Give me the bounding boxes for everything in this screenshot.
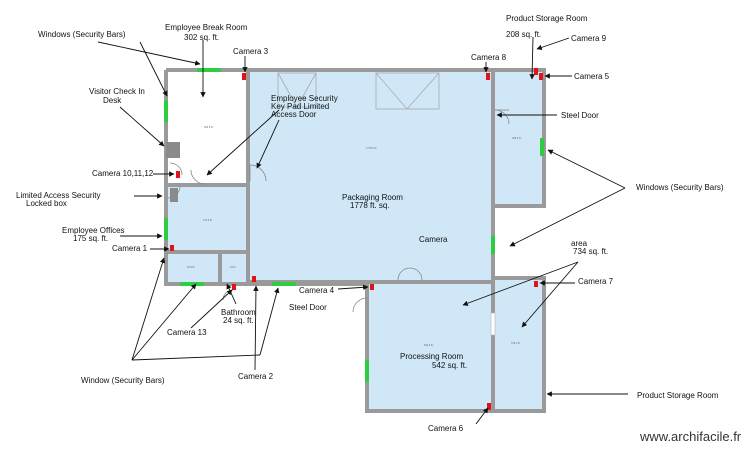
label-product-storage-room-bottom: Product Storage Room bbox=[637, 391, 719, 400]
tiny-room-label: 542.4 ft² bbox=[424, 344, 433, 347]
annotation-arrows bbox=[97, 36, 628, 425]
label-steel-door-right: Steel Door bbox=[561, 111, 599, 120]
tiny-room-label: 302.5 ft² bbox=[204, 126, 213, 129]
tiny-room-label: 175.6 ft² bbox=[203, 219, 212, 222]
label-processing-area: 542 sq. ft. bbox=[432, 361, 467, 370]
label-desk: Desk bbox=[103, 96, 122, 105]
tiny-room-label: 1778.3 ft² bbox=[366, 147, 377, 150]
labels: Employee Break Room 302 sq. ft. Windows … bbox=[16, 14, 742, 444]
label-bathroom: Bathroom bbox=[221, 308, 256, 317]
camera-3-icon bbox=[242, 73, 246, 80]
label-employee-security-1: Employee Security bbox=[271, 94, 338, 103]
cameras bbox=[170, 68, 543, 410]
storage-bottom-fill bbox=[495, 280, 542, 409]
packaging-fixtures bbox=[277, 72, 440, 110]
label-limited-access-security: Limited Access Security bbox=[16, 191, 100, 200]
inner-partition bbox=[490, 312, 496, 336]
label-employee-offices: Employee Offices bbox=[62, 226, 125, 235]
camera-1-icon bbox=[170, 245, 174, 251]
camera-2-icon bbox=[252, 276, 256, 282]
label-camera-2: Camera 2 bbox=[238, 372, 274, 381]
label-area-value: 734 sq. ft. bbox=[573, 247, 608, 256]
window-icon bbox=[197, 68, 221, 72]
label-windows-right: Windows (Security Bars) bbox=[636, 183, 724, 192]
label-bathroom-area: 24 sq. ft. bbox=[223, 316, 254, 325]
label-camera-5: Camera 5 bbox=[574, 72, 610, 81]
window-icon bbox=[164, 100, 168, 122]
window-icon bbox=[180, 282, 204, 286]
label-camera-8: Camera 8 bbox=[471, 53, 507, 62]
label-break-room-area: 302 sq. ft. bbox=[184, 33, 219, 42]
camera-9-icon bbox=[534, 68, 538, 75]
camera-13-icon bbox=[232, 284, 236, 290]
window-icon bbox=[164, 218, 168, 240]
camera-8-icon bbox=[486, 73, 490, 80]
label-processing-room: Processing Room bbox=[400, 352, 463, 361]
label-area: area bbox=[571, 239, 588, 248]
label-locked-box: Locked box bbox=[26, 199, 67, 208]
tiny-room-label: 208.2 ft² bbox=[512, 137, 521, 140]
label-employee-security-2: Key Pad Limited bbox=[271, 102, 329, 111]
camera-6-icon bbox=[487, 403, 491, 410]
label-camera-6: Camera 6 bbox=[428, 424, 464, 433]
label-employee-break-room: Employee Break Room bbox=[165, 23, 248, 32]
label-camera-7: Camera 7 bbox=[578, 277, 614, 286]
locked-box bbox=[170, 188, 178, 202]
label-camera-10-11-12: Camera 10,11,12 bbox=[92, 169, 154, 178]
processing-room-fill bbox=[369, 283, 493, 409]
camera-4-icon bbox=[370, 284, 374, 290]
doors bbox=[167, 109, 510, 313]
camera-5-icon bbox=[539, 73, 543, 80]
label-windows-top-left: Windows (Security Bars) bbox=[38, 30, 126, 39]
label-camera-center: Camera bbox=[419, 235, 448, 244]
label-camera-4: Camera 4 bbox=[299, 286, 335, 295]
product-storage-top-fill bbox=[495, 72, 542, 204]
camera-10-icon bbox=[176, 171, 180, 178]
label-camera-3: Camera 3 bbox=[233, 47, 269, 56]
label-packaging-area: 1778 ft. sq. bbox=[350, 201, 390, 210]
break-room-fill bbox=[168, 72, 248, 184]
tiny-room-label: 24 ft² bbox=[230, 266, 236, 269]
window-icon bbox=[540, 138, 544, 156]
label-product-storage-room-top: Product Storage Room bbox=[506, 14, 588, 23]
label-camera-13: Camera 13 bbox=[167, 328, 207, 337]
label-offices-area: 175 sq. ft. bbox=[73, 234, 108, 243]
label-window-bottom: Window (Security Bars) bbox=[81, 376, 165, 385]
label-visitor-check-in: Visitor Check In bbox=[89, 87, 145, 96]
bathroom-fill bbox=[221, 253, 247, 282]
window-icon bbox=[491, 236, 495, 254]
window-icon bbox=[272, 282, 296, 286]
label-product-storage-area: 208 sq. ft. bbox=[506, 30, 541, 39]
offices-fill bbox=[168, 186, 248, 252]
visitor-desk bbox=[166, 142, 180, 158]
label-steel-door-bottom: Steel Door bbox=[289, 303, 327, 312]
camera-7-icon bbox=[534, 281, 538, 287]
watermark: www.archifacile.fr bbox=[639, 429, 742, 444]
tiny-room-label: 734.1 ft² bbox=[511, 342, 520, 345]
label-employee-security-3: Access Door bbox=[271, 110, 317, 119]
small-room-left-fill bbox=[168, 253, 220, 282]
label-packaging-room: Packaging Room bbox=[342, 193, 403, 202]
window-icon bbox=[365, 360, 369, 382]
label-camera-1: Camera 1 bbox=[112, 244, 148, 253]
label-camera-9: Camera 9 bbox=[571, 34, 607, 43]
tiny-room-label: 42.8 ft² bbox=[187, 266, 195, 269]
room-fills bbox=[168, 72, 542, 409]
